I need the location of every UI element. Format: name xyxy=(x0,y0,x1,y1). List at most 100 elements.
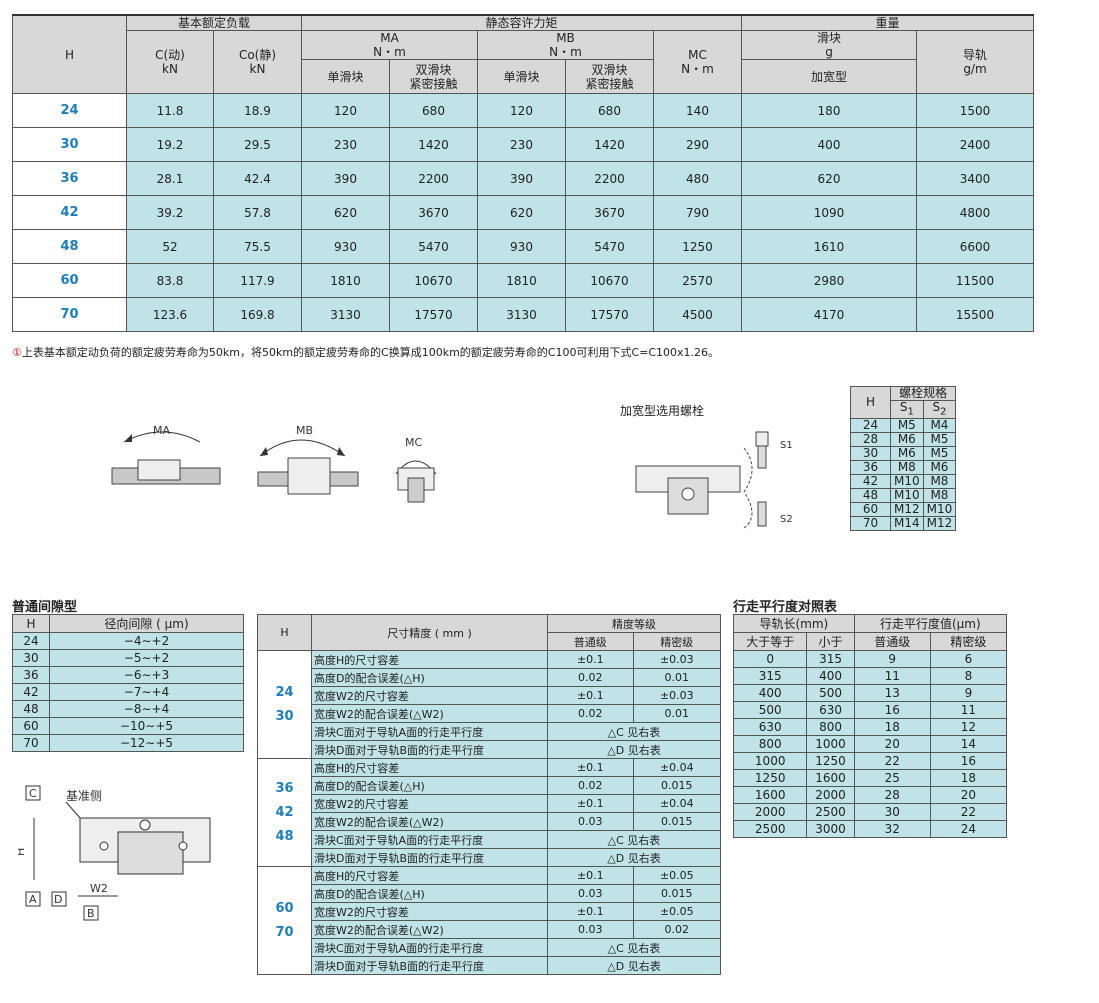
bolt-caption: 加宽型选用螺栓 xyxy=(620,404,705,418)
bolt-diagram: S1 S2 xyxy=(635,431,793,529)
table-row: 宽度W2的尺寸容差±0.1±0.04 xyxy=(258,794,722,813)
footnote: ①上表基本额定动负荷的额定疲劳寿命为50km，将50km的额定疲劳寿命的C换算成… xyxy=(12,344,719,360)
cell: 3670 xyxy=(565,195,654,230)
cell: 3130 xyxy=(477,297,566,332)
rail-outline xyxy=(117,831,184,875)
cell: 1810 xyxy=(301,263,390,298)
cell: 620 xyxy=(301,195,390,230)
cell: 790 xyxy=(653,195,742,230)
table-row: 滑块D面对于导轨B面的行走平行度△D 见右表 xyxy=(258,956,721,975)
cell: 57.8 xyxy=(213,195,302,230)
row-h: 70 xyxy=(12,297,127,332)
weight-group-header: 重量 xyxy=(741,14,1034,31)
gte-header: 大于等于 xyxy=(732,632,808,651)
mb-block xyxy=(287,457,331,495)
cell: 15500 xyxy=(916,297,1034,332)
h-label: H xyxy=(18,848,27,856)
cell: 1090 xyxy=(741,195,917,230)
cell: 83.8 xyxy=(126,263,214,298)
acc-h-header: H xyxy=(257,614,312,651)
table-row: 宽度W2的尺寸容差±0.1±0.03 xyxy=(258,686,722,705)
row-h: 24 xyxy=(12,93,127,128)
cell: 680 xyxy=(389,93,478,128)
mb-double-header: 双滑块紧密接触 xyxy=(565,59,654,94)
a-box xyxy=(25,891,41,907)
cell: 140 xyxy=(653,93,742,128)
s1-label: S1 xyxy=(780,440,793,451)
cell: 6600 xyxy=(916,229,1034,264)
cell: 52 xyxy=(126,229,214,264)
acc-precise-header: 精密级 xyxy=(632,632,722,651)
table-row: 滑块D面对于导轨B面的行走平行度△D 见右表 xyxy=(258,740,721,759)
cell: 10670 xyxy=(389,263,478,298)
wide-header: 加宽型 xyxy=(741,59,917,94)
table-row: 滑块D面对于导轨B面的行走平行度△D 见右表 xyxy=(258,848,721,867)
ma-arrow-icon xyxy=(124,434,132,442)
row-h: 48 xyxy=(12,229,127,264)
reference-diagram: C 基准侧 H A D W2 B xyxy=(18,785,211,921)
acc-normal-header: 普通级 xyxy=(547,632,634,651)
bolt-h-header: H xyxy=(850,385,891,420)
cell: 930 xyxy=(301,229,390,264)
cell: 2400 xyxy=(916,127,1034,162)
note-text: 上表基本额定动负荷的额定疲劳寿命为50km，将50km的额定疲劳寿命的C换算成1… xyxy=(21,346,720,359)
cell: 2200 xyxy=(389,161,478,196)
cell: 3130 xyxy=(301,297,390,332)
ma-block xyxy=(137,459,181,481)
b-box xyxy=(83,905,99,921)
cell: 2200 xyxy=(565,161,654,196)
clr-h-header: H xyxy=(12,614,50,633)
table-row: 48−8∼+4 xyxy=(12,700,244,718)
cell: 620 xyxy=(477,195,566,230)
cell: 1610 xyxy=(741,229,917,264)
cell: 4800 xyxy=(916,195,1034,230)
mb-arrow-right-icon xyxy=(337,447,345,456)
clearance-title: 普通间隙型 xyxy=(12,600,78,615)
mb-arc xyxy=(259,439,346,457)
cell: 5470 xyxy=(389,229,478,264)
moment-group-header: 静态容许力矩 xyxy=(301,14,742,31)
parallel-title: 行走平行度对照表 xyxy=(733,600,838,615)
cell: 180 xyxy=(741,93,917,128)
cell: 1250 xyxy=(653,229,742,264)
ref-leader xyxy=(65,801,81,819)
rail-length-header: 导轨长(mm) xyxy=(733,614,855,633)
cell: 930 xyxy=(477,229,566,264)
cell: 290 xyxy=(653,127,742,162)
mc-rail xyxy=(407,477,425,503)
cell: 120 xyxy=(477,93,566,128)
cell: 11.8 xyxy=(126,93,214,128)
table-row: 宽度W2的尺寸容差±0.1±0.05 xyxy=(258,902,722,921)
cell: 480 xyxy=(653,161,742,196)
cell: 117.9 xyxy=(213,263,302,298)
ref-side-label: 基准侧 xyxy=(66,789,102,803)
a-label: A xyxy=(29,893,37,906)
d-label: D xyxy=(54,893,62,906)
table-row: 滑块C面对于导轨A面的行走平行度△C 见右表 xyxy=(258,722,721,741)
ma-double-header: 双滑块紧密接触 xyxy=(389,59,478,94)
cell: 75.5 xyxy=(213,229,302,264)
cell: 680 xyxy=(565,93,654,128)
moment-diagram: MA MB MC xyxy=(111,424,437,503)
